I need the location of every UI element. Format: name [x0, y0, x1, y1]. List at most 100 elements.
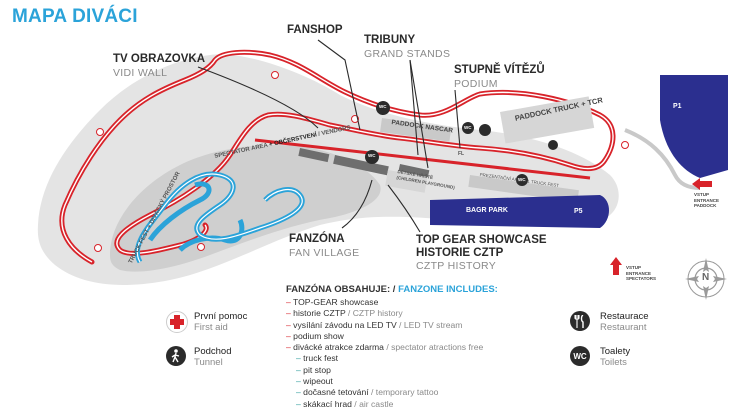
fanzone-list-item: – podium show — [286, 331, 483, 342]
fanzone-item-cz: skákací hrad — [303, 398, 352, 409]
list-dash: – — [286, 342, 294, 353]
wc-marker-4: WC — [518, 177, 526, 182]
pointer-lines — [197, 39, 461, 233]
map-title: MAPA DIVÁCI — [12, 6, 138, 27]
fanzone-item-cz: pit stop — [303, 364, 331, 375]
label-historie-cz: HISTORIE CZTP — [416, 247, 504, 259]
restaurant-icon — [570, 311, 590, 331]
list-dash: – — [286, 330, 294, 341]
fanzone-item-cz: TOP-GEAR showcase — [293, 297, 379, 307]
legend-restaurant-cz: Restaurace — [600, 311, 649, 322]
fanzone-item-en: / CZTP history — [345, 308, 403, 319]
fanzone-list-item: – wipeout — [286, 376, 483, 387]
access-road — [624, 128, 701, 190]
fanzone-list: – TOP-GEAR showcase– historie CZTP / CZT… — [286, 297, 483, 410]
pit-lane — [254, 138, 591, 180]
label-podium-cz: STUPNĚ VÍTĚZŮ — [454, 64, 545, 76]
legend-toilets-cz: Toalety — [600, 346, 631, 357]
label-entrance-paddock-2: PADDOCK — [694, 203, 717, 208]
wc-marker-3: WC — [464, 125, 472, 130]
fanzone-item-cz: dočasné tetování — [303, 387, 369, 398]
fanzone-heading: FANZÓNA OBSAHUJE: / FANZONE INCLUDES: — [286, 284, 498, 295]
label-topgear: TOP GEAR SHOWCASE — [416, 234, 547, 246]
tunnel-icon — [166, 346, 186, 366]
fanzone-heading-cz: FANZÓNA OBSAHUJE: / — [286, 284, 396, 295]
list-dash: – — [286, 308, 294, 319]
legend-restaurant-en: Restaurant — [600, 322, 647, 333]
bagr-park-p5 — [430, 195, 609, 228]
label-entrance-spect-1: ENTRANCE — [626, 270, 652, 276]
list-dash: – — [296, 376, 304, 387]
grand-stand-2 — [333, 155, 389, 176]
label-fanzona-en: FAN VILLAGE — [289, 247, 360, 259]
fanzone-list-item: – dočasné tetování / temporary tattoo — [286, 387, 483, 398]
label-vstup-spectators: VSTUP — [626, 265, 642, 270]
karting-track-inner — [136, 173, 303, 263]
label-tribuny-cz: TRIBUNY — [364, 34, 416, 46]
legend-tunnel-en: Tunnel — [194, 357, 223, 368]
label-historie-en: CZTP HISTORY — [416, 260, 497, 272]
legend-tunnel-cz: Podchod — [194, 346, 232, 357]
list-dash: – — [296, 398, 304, 409]
label-entrance-spectators: VSTUP ENTRANCE SPECTATORS — [626, 265, 656, 282]
fanzone-item-en: / temporary tattoo — [368, 387, 439, 398]
fanzone-item-en: / spectator atractions free — [383, 342, 484, 353]
presentation-area — [468, 174, 579, 203]
fanzone-item-cz: truck fest — [303, 353, 339, 364]
legend-first-aid-en: First aid — [194, 322, 228, 333]
first-aid-markers — [94, 71, 629, 252]
fanzone-item-cz: podium show — [293, 330, 344, 341]
grand-stand-3 — [398, 164, 430, 178]
compass-n-label: N — [702, 272, 710, 283]
fanzone-heading-en: FANZONE INCLUDES: — [398, 284, 498, 295]
label-podium-en: PODIUM — [454, 78, 498, 90]
list-dash: – — [286, 297, 294, 307]
fanzone-list-item: – skákací hrad / air castle — [286, 399, 483, 410]
label-bagr-park: BAGR PARK — [466, 207, 508, 214]
wc-marker-1: WC — [379, 104, 387, 109]
fanzone-list-item: – pit stop — [286, 365, 483, 376]
label-tv-cz: TV OBRAZOVKA — [113, 53, 205, 65]
parking-p1 — [660, 75, 728, 178]
legend-first-aid-cz: První pomoc — [194, 311, 248, 322]
entrance-spectators-arrow — [610, 257, 622, 275]
list-dash: – — [296, 364, 304, 375]
fanzone-item-cz: historie CZTP — [293, 308, 346, 319]
entrance-paddock-arrow — [692, 178, 712, 190]
first-aid-icon — [166, 311, 188, 333]
fanzone-item-en: / LED TV stream — [396, 319, 463, 330]
fanzone-list-item: – divácké atrakce zdarma / spectator atr… — [286, 342, 483, 353]
label-fanshop: FANSHOP — [287, 24, 343, 36]
fanzone-list-item: – truck fest — [286, 353, 483, 364]
grand-stand-1 — [298, 148, 330, 163]
label-p5: P5 — [574, 208, 583, 215]
fanzone-item-cz: vysílání závodu na LED TV — [293, 319, 397, 330]
list-dash: – — [296, 353, 304, 364]
fanzone-list-item: – historie CZTP / CZTP history — [286, 308, 483, 319]
fanzone-list-item: – vysílání závodu na LED TV / LED TV str… — [286, 320, 483, 331]
race-track-inner-line — [61, 51, 614, 263]
legend-toilets-en: Toilets — [600, 357, 627, 368]
label-entrance-paddock-1: ENTRANCE — [694, 197, 720, 203]
list-dash: – — [286, 319, 294, 330]
map-icons — [365, 101, 558, 186]
label-vstup-paddock: VSTUP — [694, 192, 710, 197]
paddock-tcr-area — [499, 96, 595, 144]
fanzone-list-item: – TOP-GEAR showcase — [286, 297, 483, 308]
wc-marker-2: WC — [368, 153, 376, 158]
label-p1: P1 — [673, 103, 682, 110]
children-playground-area — [385, 170, 428, 193]
fanzone-item-cz: wipeout — [303, 376, 333, 387]
label-tribuny-en: GRAND STANDS — [364, 48, 451, 60]
label-entrance-paddock: VSTUP ENTRANCE PADDOCK — [694, 192, 719, 209]
fanzone-item-en: / air castle — [351, 398, 394, 409]
wc-icon: WC — [570, 346, 590, 366]
label-fl: FL — [458, 151, 465, 157]
label-tv-en: VIDI WALL — [113, 67, 168, 79]
fanzone-item-cz: divácké atrakce zdarma — [293, 342, 384, 353]
label-fanzona-cz: FANZÓNA — [289, 233, 345, 245]
fan-village-area — [110, 145, 381, 272]
list-dash: – — [296, 387, 304, 398]
label-entrance-spect-2: SPECTATORS — [626, 276, 657, 281]
